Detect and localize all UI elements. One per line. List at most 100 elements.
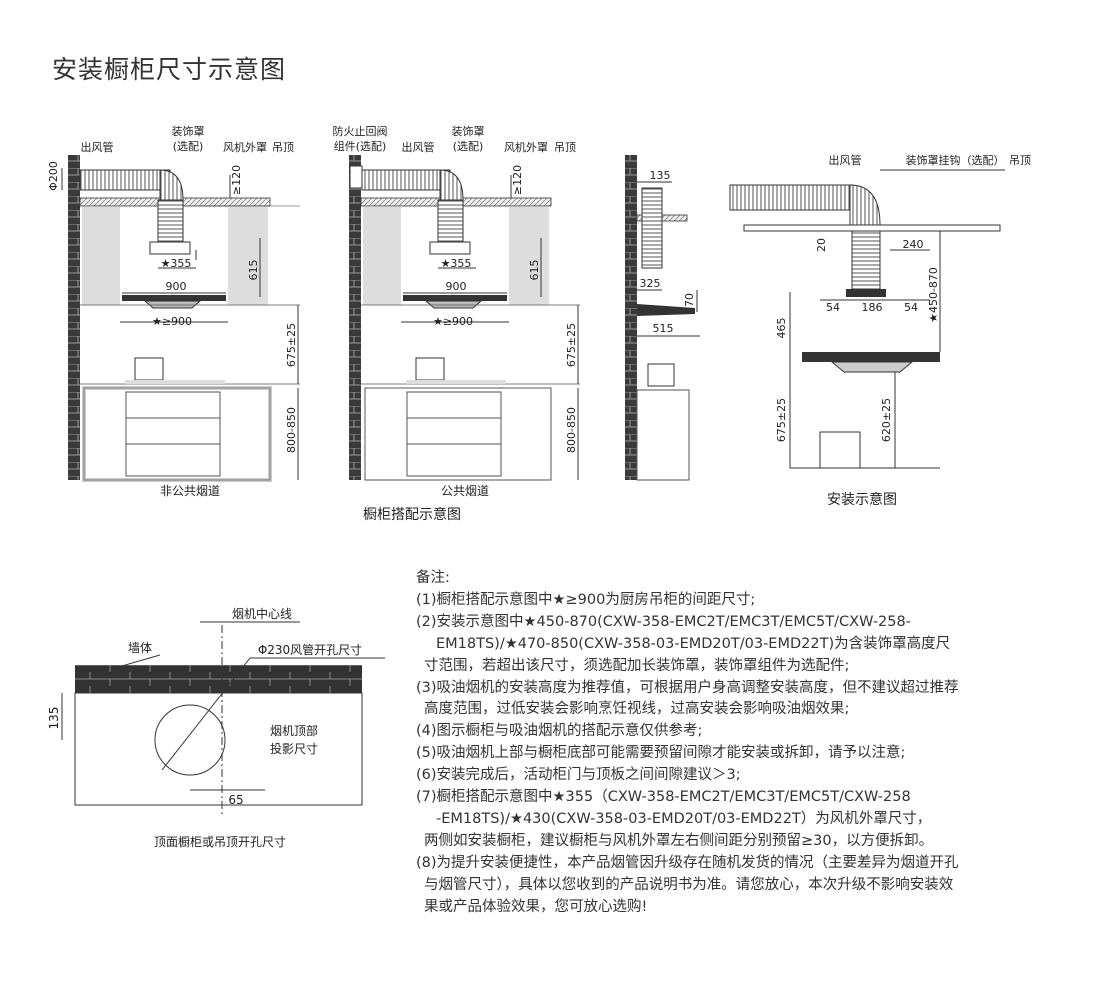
dim-top: 135	[650, 169, 671, 182]
decor-cover	[851, 230, 881, 290]
dim-right: 54	[904, 301, 918, 314]
notes: 备注: (1)橱柜搭配示意图中★≥900为厨房吊柜的间距尺寸; (2)安装示意图…	[416, 568, 959, 919]
dim-thick: 70	[683, 293, 696, 307]
label-fan-cover: 风机外罩	[504, 140, 548, 154]
fan-cover	[429, 241, 471, 255]
range-hood	[403, 295, 507, 301]
wall-cabinet-left	[363, 207, 401, 305]
label-hole-size: Φ230风管开孔尺寸	[258, 642, 362, 657]
dim-hood-width: 900	[446, 280, 467, 293]
notes-heading: 备注:	[416, 570, 450, 586]
note-line: 高度范围，过低安装会影响烹饪视线，过高安装会影响吸油烟效果;	[424, 701, 850, 718]
cabinet-top	[74, 692, 363, 806]
label-projection: 烟机顶部	[270, 723, 318, 738]
dim-gap: ≥120	[230, 165, 243, 195]
range-hood	[122, 295, 226, 301]
caption-cabinet-diagram: 橱柜搭配示意图	[363, 506, 461, 523]
caption-public: 公共烟道	[441, 484, 489, 498]
dim-fan-width: ★355	[161, 257, 192, 270]
wall-cabinet-right	[509, 207, 549, 305]
label-outlet: 出风管	[402, 140, 435, 154]
label-valve-optional: 组件(选配)	[334, 139, 387, 153]
note-line: (8)为提升安装便捷性，本产品烟管因升级存在随机发货的情况（主要差异为烟道开孔	[416, 854, 959, 871]
label-cover-optional: (选配)	[453, 140, 484, 153]
ceiling-plate	[743, 224, 1001, 232]
note-line: 寸范围，若超出该尺寸，须选配加长装饰罩，装饰罩组件为选配件;	[424, 657, 850, 674]
note-line: 果或产品体验效果，您可放心选购!	[424, 898, 648, 915]
label-ceiling: 吊顶	[272, 141, 294, 154]
note-line: (2)安装示意图中★450-870(CXW-358-EMC2T/EMC3T/EM…	[416, 613, 911, 630]
dim-install-h: 675±25	[285, 323, 298, 367]
dim-cabinet-gap: ★≥900	[433, 315, 473, 328]
duct-hole	[154, 704, 226, 776]
range-hood	[637, 304, 695, 316]
duct	[641, 187, 663, 269]
dim-hood-depth: 515	[653, 322, 674, 335]
label-wall: 墙体	[128, 641, 152, 655]
dim-465: 465	[775, 318, 788, 339]
pot-icon	[134, 357, 164, 381]
dim-low-h: 620±25	[880, 398, 893, 442]
fan-cover	[149, 241, 191, 255]
note-line: 两侧如安装橱柜，建议橱柜与风机外罩左右侧间距分别预留≥30，以方便拆卸。	[424, 832, 934, 849]
caption-hole: 顶面橱柜或吊顶开孔尺寸	[154, 835, 286, 849]
outlet-duct	[361, 169, 451, 191]
dim-install-h: 675±25	[565, 323, 578, 367]
note-line: (3)吸油烟机的安装高度为推荐值，可根据用户身高调整安装高度，但不建议超过推荐	[416, 679, 959, 696]
label-cover: 装饰罩	[452, 124, 485, 138]
base-cabinet	[364, 387, 552, 481]
label-cover-optional: (选配)	[173, 140, 204, 153]
pot-icon	[819, 431, 861, 469]
label-ceiling: 吊顶	[1009, 154, 1031, 167]
label-cover: 装饰罩	[172, 124, 205, 138]
dim-left: 54	[826, 301, 840, 314]
dim-240: 240	[903, 238, 924, 251]
fan-cover	[846, 289, 886, 297]
dim-20: 20	[815, 238, 828, 252]
note-line: (1)橱柜搭配示意图中★≥900为厨房吊柜的间距尺寸;	[416, 591, 756, 608]
dim-duct-dia: Φ200	[47, 161, 60, 191]
dim-install-h: 675±25	[775, 398, 788, 442]
dim-cabinet-gap: ★≥900	[152, 315, 192, 328]
dim-counter-h: 800-850	[285, 407, 298, 453]
note-line: (7)橱柜搭配示意图中★355（CXW-358-EMC2T/EMC3T/EMC5…	[416, 789, 911, 806]
note-line: (6)安装完成后，活动柜门与顶板之间间隙建议＞3;	[416, 767, 741, 784]
cabinet-diagram-public: 防火止回阀 组件(选配) 出风管 装饰罩 (选配) 风机外罩 吊顶 ≥120 ★…	[333, 124, 580, 498]
dim-range: ★450-870	[927, 267, 940, 323]
label-center-line: 烟机中心线	[232, 606, 292, 621]
range-hood	[802, 352, 940, 362]
caption-non-public: 非公共烟道	[160, 484, 220, 498]
caption-install: 安装示意图	[827, 491, 897, 508]
note-line: -EM18TS)/★430(CXW-358-03-EMD20T/03-EMD22…	[436, 810, 932, 827]
outlet-duct	[729, 184, 853, 211]
label-fan-cover: 风机外罩	[223, 140, 267, 154]
brick-wall	[625, 155, 637, 480]
dim-mid: 186	[862, 301, 883, 314]
label-outlet: 出风管	[81, 140, 114, 154]
dim-counter-h: 800-850	[565, 407, 578, 453]
hole-diagram: 墙体 烟机中心线 Φ230风管开孔尺寸 烟机顶部 投影尺寸 135 65 顶面橱…	[47, 606, 385, 849]
side-view-diagram: 135 325 70 515	[625, 155, 700, 481]
dim-cabinet-h: 615	[528, 260, 541, 281]
label-outlet: 出风管	[829, 153, 862, 167]
base-cabinet	[83, 387, 271, 481]
brick-wall	[68, 155, 80, 480]
outlet-duct	[79, 169, 171, 191]
base-cabinet	[636, 389, 690, 481]
note-line: 与烟管尺寸），具体以您收到的产品说明书为准。请您放心，本次升级不影响安装效	[424, 876, 954, 893]
dim-depth: 325	[640, 277, 661, 290]
note-line: EM18TS)/★470-850(CXW-358-03-EMD20T/03-EM…	[436, 635, 951, 652]
label-fire-valve: 防火止回阀	[333, 124, 388, 138]
pot-icon	[647, 363, 675, 387]
label-ceiling: 吊顶	[554, 141, 576, 154]
wall-cabinet-left	[82, 207, 120, 305]
install-diagram: 出风管 装饰罩挂钩（选配） 吊顶 20 240 ★450-870 54 186 …	[729, 153, 1031, 508]
note-line: (5)吸油烟机上部与橱柜底部可能需要预留间隙才能安装或拆卸，请予以注意;	[416, 745, 906, 762]
pot-icon	[415, 357, 445, 381]
dim-65: 65	[228, 793, 243, 807]
label-projection-size: 投影尺寸	[270, 741, 318, 756]
page-title: 安装橱柜尺寸示意图	[52, 55, 287, 84]
fire-valve	[349, 165, 363, 189]
label-hook: 装饰罩挂钩（选配）	[906, 153, 1005, 167]
